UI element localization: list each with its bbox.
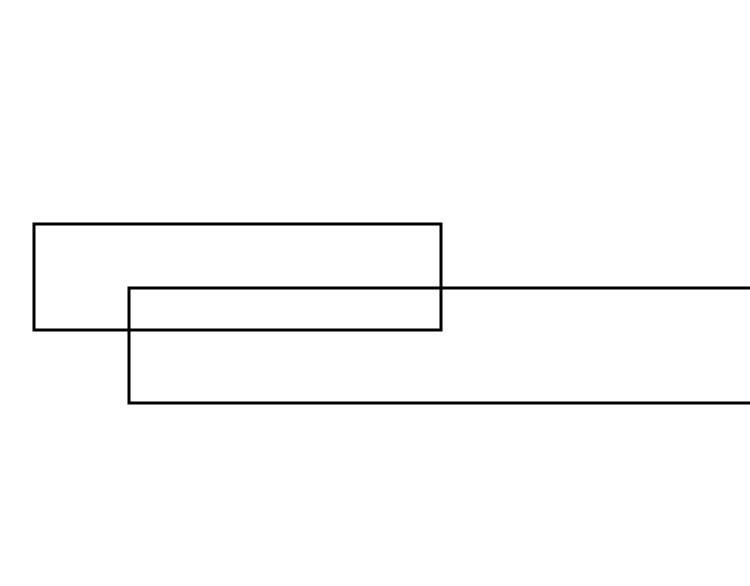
rectangle-lower-right [127, 286, 750, 405]
rectangle-upper-left [32, 222, 443, 332]
